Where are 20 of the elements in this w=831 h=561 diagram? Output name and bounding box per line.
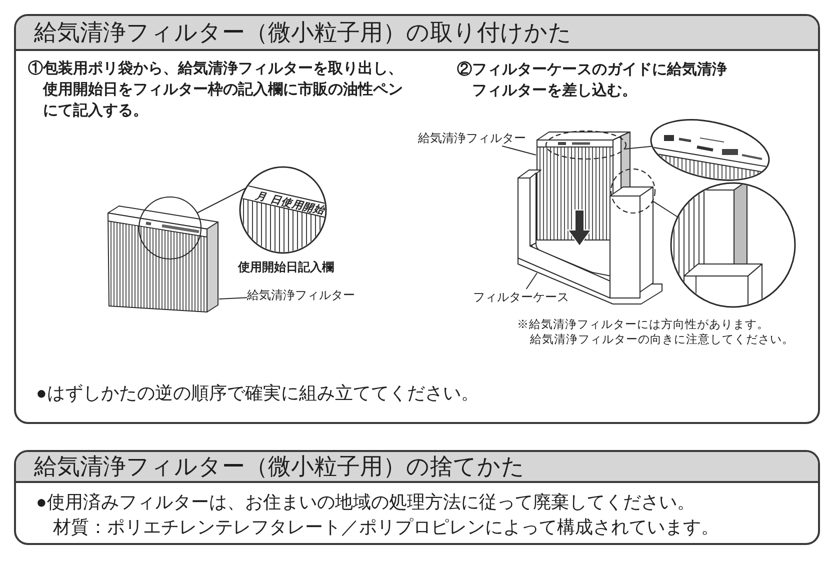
instruction-text: ②フィルターケースのガイドに給気清浄フィルターを差し込む。: [457, 60, 728, 101]
body-text: ●使用済みフィルターは、お住まいの地域の処理方法に従って廃棄してください。: [36, 491, 695, 513]
note-text: ●はずしかたの逆の順序で確実に組み立ててください。: [36, 382, 479, 405]
section-heading: 給気清浄フィルター（微小粒子用）の取り付けかた: [16, 16, 818, 51]
rounded-panel: [14, 14, 820, 424]
body-text: 材質：ポリエチレンテレフタレート／ポリプロピレンによって構成されています。: [53, 516, 719, 538]
leader-line: [218, 297, 248, 300]
caption-text: 使用開始日記入欄: [238, 259, 334, 275]
rounded-panel: [14, 450, 820, 545]
filter-marking: 日使用開始: [269, 193, 326, 218]
leader-line: [526, 272, 538, 290]
part-label: フィルターケース: [473, 289, 569, 305]
part-label: 給気清浄フィルター: [247, 287, 355, 303]
note-text: ※給気清浄フィルターには方向性があります。: [517, 318, 769, 333]
filter-marking: 月: [254, 190, 268, 204]
section-heading: 給気清浄フィルター（微小粒子用）の捨てかた: [16, 452, 818, 483]
instruction-text: ①包装用ポリ袋から、給気清浄フィルターを取り出し、使用開始日をフィルター枠の記入欄に市販の油性ペンにて記入する。: [28, 59, 404, 121]
leader-line: [502, 146, 536, 156]
note-text: 給気清浄フィルターの向きに注意してください。: [530, 333, 794, 348]
part-label: 給気清浄フィルター: [418, 130, 526, 146]
